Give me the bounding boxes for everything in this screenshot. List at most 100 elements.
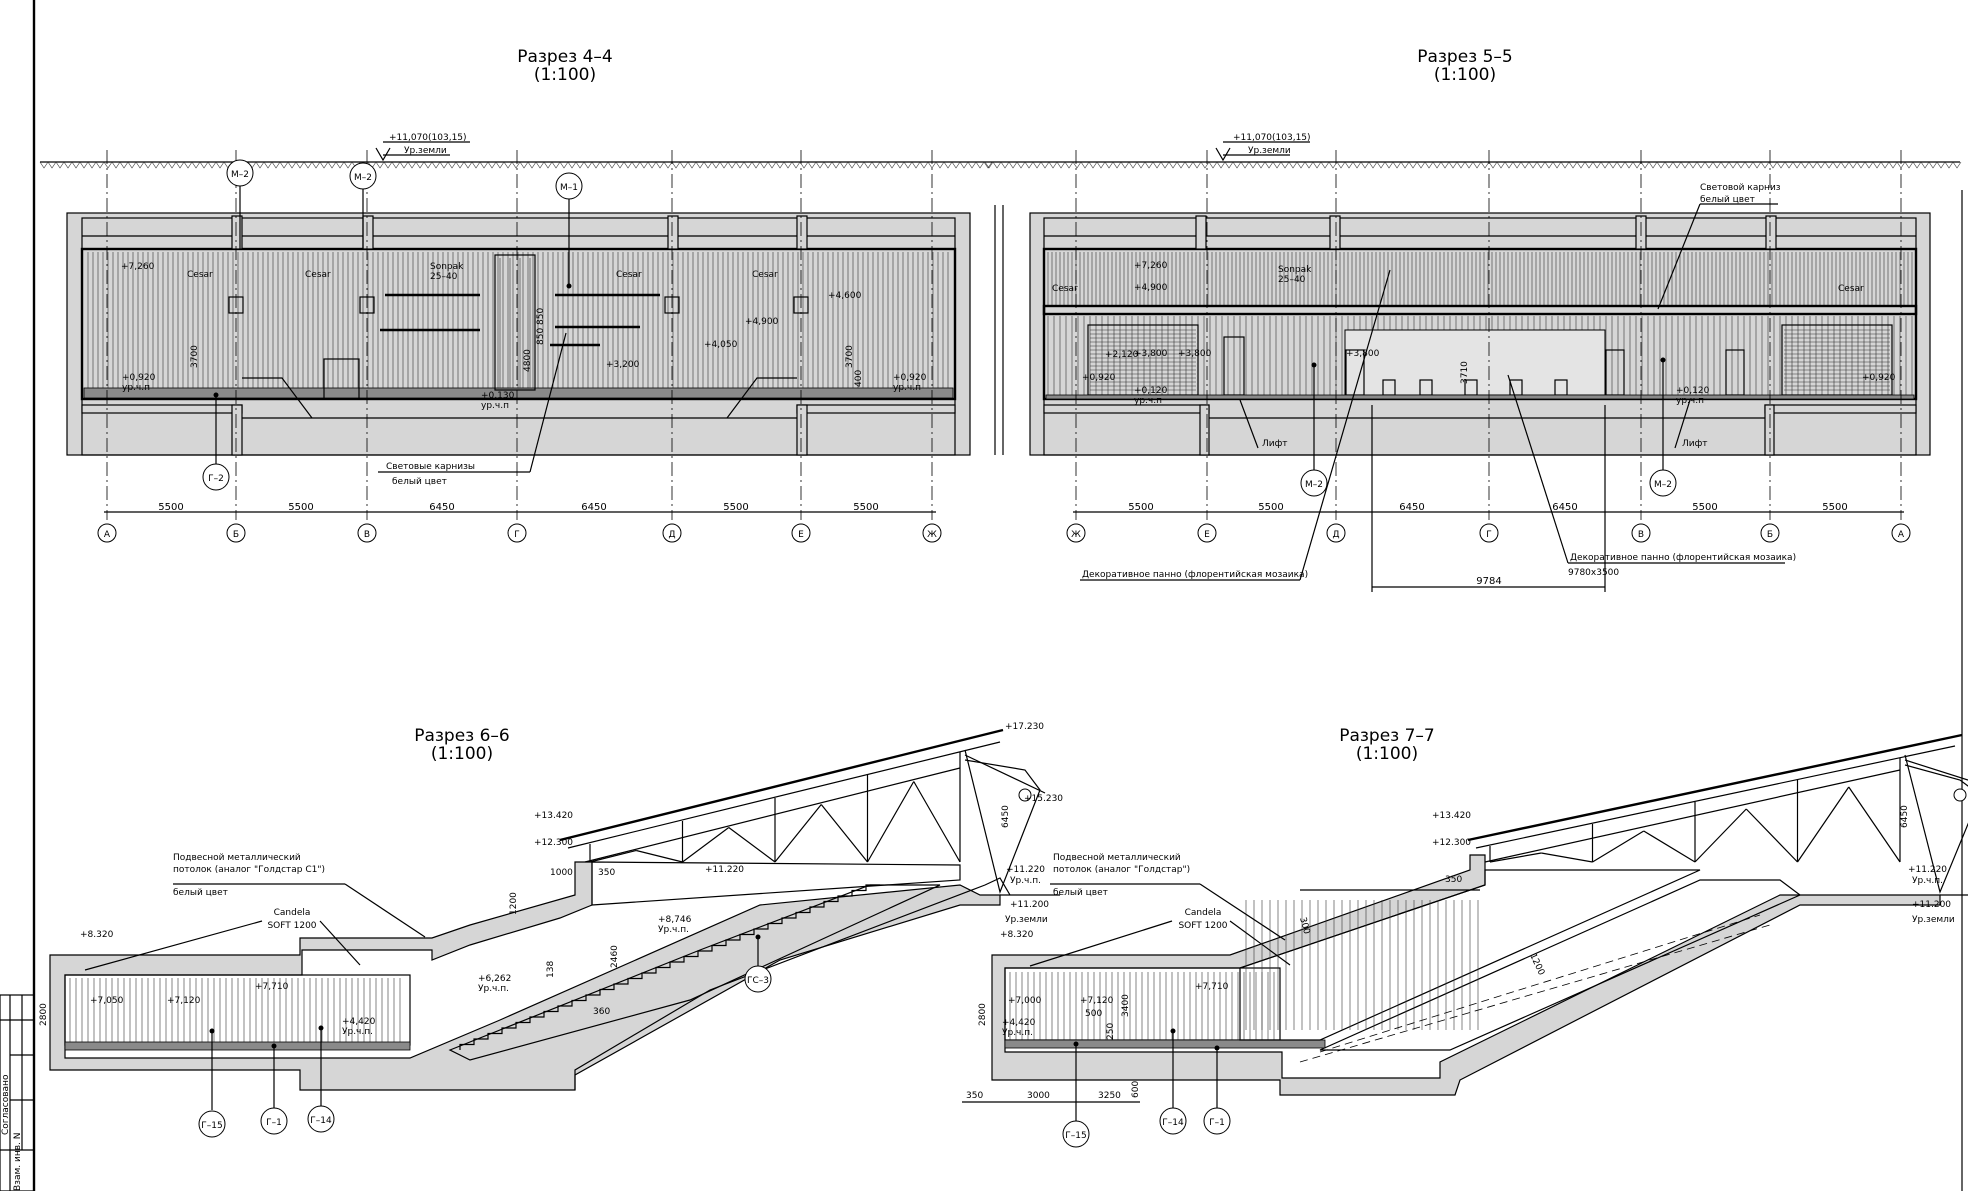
- dimension-label: 360: [593, 1007, 610, 1017]
- section-4-4: Разрез 4–4 (1:100) +11,070(103,15) Ур.зе…: [39, 47, 993, 543]
- elevation-label: +12.300: [1432, 838, 1471, 848]
- elevation-label: +0,120: [1676, 386, 1710, 396]
- fixture-label: Candela: [274, 908, 311, 918]
- grid-axis-label: Д: [1332, 530, 1339, 540]
- section-scale: (1:100): [1434, 65, 1496, 85]
- ground-label: Ур.земли: [404, 146, 447, 156]
- ground-note: Ур.земли: [1912, 915, 1955, 925]
- grid-axis-label: Г: [1486, 530, 1492, 540]
- fixture-label: Sonpak: [430, 262, 464, 272]
- fixture-size: 25–40: [430, 272, 458, 282]
- dimension-label: 600: [1131, 1081, 1141, 1098]
- marker-label: М–2: [231, 170, 249, 180]
- truss-brace: [1541, 852, 1593, 863]
- dimension-label: 3250: [1098, 1091, 1121, 1101]
- dimension-label: 300: [1297, 916, 1311, 935]
- grid-axis-bubble: [507, 523, 527, 543]
- marker-label: Г–14: [1162, 1118, 1184, 1128]
- marker-label: Г–15: [201, 1121, 222, 1131]
- floor-band: [1004, 1039, 1326, 1049]
- marker-g14: [1159, 1107, 1187, 1135]
- elevation-label: +3,200: [606, 360, 640, 370]
- section-6-6: Разрез 6–6 (1:100) +17.230 +15.230 6450 …: [39, 722, 1063, 1138]
- marker-label: Г–15: [1065, 1131, 1086, 1141]
- elevation-label: +4,420: [342, 1017, 376, 1027]
- grid-axis-bubble: [357, 523, 377, 543]
- dimension-label: 1200: [509, 892, 519, 915]
- ground-elevation: +11,070(103,15): [389, 133, 467, 143]
- elevation-label: +11.220: [1006, 865, 1045, 875]
- dimension-label: 3700: [845, 345, 855, 368]
- ceiling-note: потолок (аналог "Голдстар"): [1053, 865, 1190, 875]
- elevation-label: +0,920: [122, 373, 156, 383]
- ceiling-note: потолок (аналог "Голдстар С1"): [173, 865, 325, 875]
- cornice-note: Световой карниз: [1700, 183, 1781, 193]
- dimension-label: 6450: [1001, 805, 1011, 828]
- floor-band: [1045, 394, 1915, 400]
- outer-slope: [574, 877, 1011, 1090]
- marker-label: ГС–3: [747, 976, 769, 986]
- truss-brace: [1592, 830, 1645, 863]
- panel-note: Декоративное панно (флорентийская мозаик…: [1082, 570, 1308, 580]
- section-7-7: Разрез 7–7 (1:100) +13.420 +12.300 350 6…: [962, 726, 1968, 1148]
- truss-brace: [1797, 786, 1850, 863]
- grid-axis-bubble: [226, 523, 246, 543]
- marker-label: Г–1: [266, 1118, 282, 1128]
- grid-axis-label: Б: [233, 530, 239, 540]
- elevation-label: +7,260: [1134, 261, 1168, 271]
- dimension-label: 3710: [1460, 361, 1470, 384]
- truss-brace: [589, 849, 637, 863]
- marker-m2: [1300, 469, 1328, 497]
- span-label: 5500: [723, 502, 748, 513]
- elevation-label: +15.230: [1024, 794, 1063, 804]
- elevation-label: +7,120: [167, 996, 201, 1006]
- elevation-label: +0,920: [1082, 373, 1116, 383]
- fixture-label: Cesar: [305, 270, 331, 280]
- marker-g2: [202, 463, 230, 491]
- truss-brace: [1848, 786, 1901, 863]
- section-scale: (1:100): [534, 65, 596, 85]
- ground-elevation: +11,070(103,15): [1233, 133, 1311, 143]
- elevation-label: +7,000: [1008, 996, 1042, 1006]
- inv-label: Взам. инв. N: [13, 1133, 23, 1191]
- section-5-5: Разрез 5–5 (1:100) +11,070(103,15) Ур.зе…: [984, 47, 1962, 592]
- span-label: 6450: [581, 502, 606, 513]
- grid-axis-bubble: [922, 523, 942, 543]
- floor-band: [64, 1041, 411, 1051]
- ground-label: Ур.земли: [1248, 146, 1291, 156]
- dimension-label: 350: [966, 1091, 983, 1101]
- elevation-label: +4,900: [745, 317, 779, 327]
- elevation-label: +0,120: [1134, 386, 1168, 396]
- dimension-label: 9784: [1476, 576, 1501, 587]
- floor-note: ур.ч.п: [893, 383, 921, 393]
- grid-axis-label: Г: [514, 530, 520, 540]
- grid-axis-label: Ж: [927, 530, 937, 540]
- marker-g14: [307, 1105, 335, 1133]
- span-label: 6450: [429, 502, 454, 513]
- elevation-label: +11.220: [1908, 865, 1947, 875]
- span-label: 5500: [1258, 502, 1283, 513]
- floor-note: Ур.ч.п.: [658, 925, 689, 935]
- dimension-label: 138: [546, 961, 556, 978]
- grid-axis-bubble: [1891, 523, 1911, 543]
- elevation-label: +13.420: [1432, 811, 1471, 821]
- floor-note: Ур.ч.п.: [1010, 876, 1041, 886]
- grid-axis-bubble: [1479, 523, 1499, 543]
- stair-left: [242, 377, 313, 419]
- marker-g15: [198, 1110, 226, 1138]
- elevation-label: +7,710: [1195, 982, 1229, 992]
- elevation-label: +7,710: [255, 982, 289, 992]
- elevation-label: +7,050: [90, 996, 124, 1006]
- elevation-label: +11.200: [1912, 900, 1951, 910]
- section-title: Разрез 5–5: [1417, 47, 1513, 67]
- truss-brace: [1489, 852, 1542, 863]
- grid-axis-label: В: [1638, 530, 1644, 540]
- dimension-label: 2800: [978, 1003, 988, 1026]
- dimension-label: 2460: [610, 945, 620, 968]
- marker-m2: [226, 159, 254, 187]
- ground-note: Ур.земли: [1005, 915, 1048, 925]
- mosaic-panel: [1344, 329, 1606, 396]
- elevation-label: +7,120: [1080, 996, 1114, 1006]
- marker-label: М–1: [560, 183, 578, 193]
- dimension-label: 4800: [523, 349, 533, 372]
